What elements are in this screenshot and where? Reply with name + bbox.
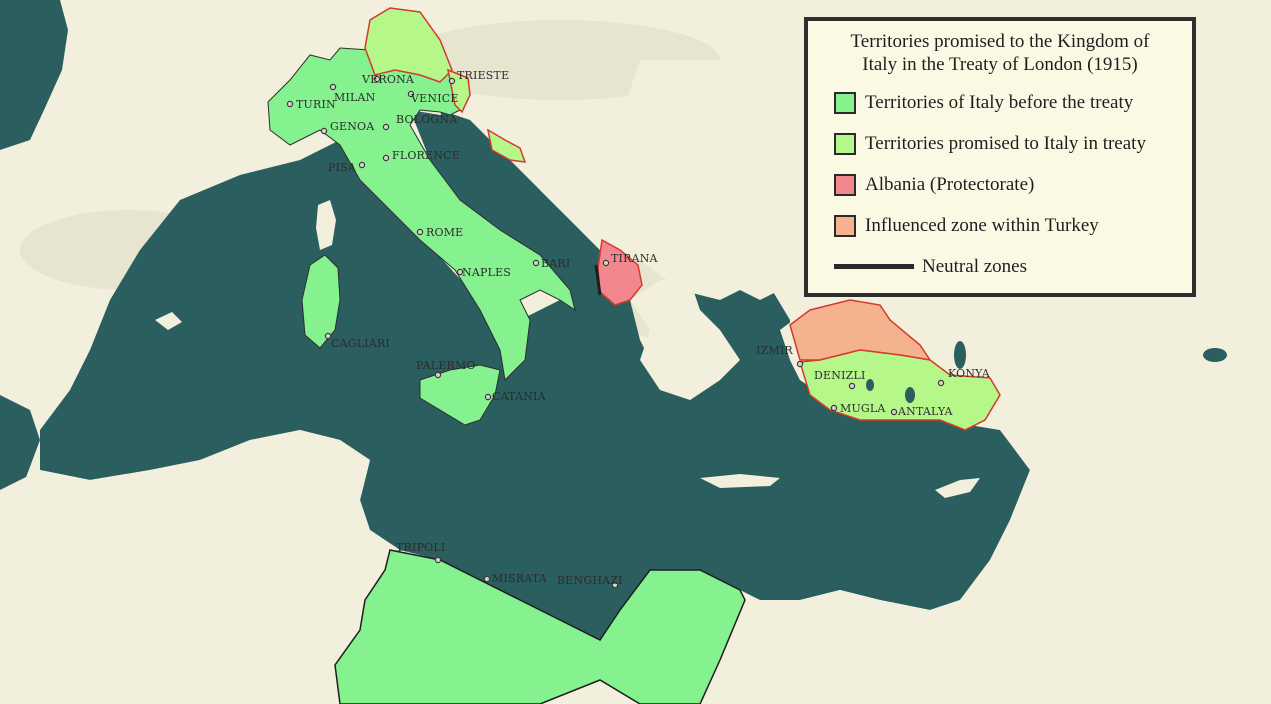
city-label-tirana: TIRANA <box>611 252 659 265</box>
city-marker-naples <box>456 268 464 276</box>
sardinia-territory <box>301 254 341 349</box>
city-marker-venice <box>407 90 415 98</box>
city-label-bari: BARI <box>541 257 570 270</box>
maghreb-land <box>0 430 400 704</box>
city-marker-antalya <box>890 408 898 416</box>
legend-swatch-promised <box>834 132 856 155</box>
city-marker-turin <box>286 100 294 108</box>
city-label-mugla: MUGLA <box>840 402 886 415</box>
antalya-promised <box>799 349 1001 431</box>
legend-label-turkey: Influenced zone within Turkey <box>865 214 1099 236</box>
city-marker-cagliari <box>324 332 332 340</box>
city-marker-catania <box>484 393 492 401</box>
legend-swatch-albania <box>834 173 856 196</box>
city-marker-florence <box>382 154 390 162</box>
legend-item-neutral: Neutral zones <box>808 246 1192 287</box>
city-marker-milan <box>329 83 337 91</box>
city-label-milan: MILAN <box>334 91 376 104</box>
legend-label-promised: Territories promised to Italy in treaty <box>865 132 1146 154</box>
corsica-island <box>316 200 336 250</box>
legend-label-italy: Territories of Italy before the treaty <box>865 91 1134 113</box>
city-label-antalya: ANTALYA <box>897 405 953 418</box>
greece-land <box>630 280 740 400</box>
legend-item-albania: Albania (Protectorate) <box>808 164 1192 205</box>
balearic-island <box>155 312 182 330</box>
legend-label-albania: Albania (Protectorate) <box>865 173 1035 195</box>
neutral-zone-line <box>594 264 602 296</box>
city-marker-misrata <box>483 575 491 583</box>
city-marker-palermo <box>434 371 442 379</box>
legend-swatch-neutral <box>834 264 914 269</box>
city-marker-bologna <box>382 123 390 131</box>
adriatic-sea <box>440 110 600 260</box>
city-label-naples: NAPLES <box>462 266 511 279</box>
lakes <box>866 341 1227 403</box>
city-marker-trieste <box>448 77 456 85</box>
city-marker-mugla <box>830 404 838 412</box>
legend-swatch-turkey <box>834 214 856 237</box>
city-label-genoa: GENOA <box>330 120 375 133</box>
city-marker-tripoli <box>434 556 442 564</box>
city-label-bologna: BOLOGNA <box>396 113 458 126</box>
city-label-venice: VENICE <box>410 92 459 105</box>
city-marker-konya <box>937 379 945 387</box>
city-marker-benghazi <box>611 581 619 589</box>
legend-title: Territories promised to the Kingdom of I… <box>818 30 1182 76</box>
atlantic-sea <box>0 0 68 150</box>
south-tyrol-promised <box>364 7 453 83</box>
city-label-verona: VERONA <box>361 73 415 86</box>
city-label-rome: ROME <box>426 226 463 239</box>
legend-title-line-2: Italy in the Treaty of London (1915) <box>862 54 1138 75</box>
mediterranean-sea <box>40 110 1030 640</box>
city-label-trieste: TRIESTE <box>457 69 509 82</box>
libya-territory <box>334 549 746 704</box>
egypt-land <box>740 470 1271 704</box>
city-marker-verona <box>373 75 381 83</box>
city-label-cagliari: CAGLIARI <box>331 337 390 350</box>
city-marker-izmir <box>796 360 804 368</box>
legend-title-line-1: Territories promised to the Kingdom of <box>850 31 1150 52</box>
city-label-catania: CATANIA <box>492 390 547 403</box>
city-marker-rome <box>416 228 424 236</box>
legend-item-turkey: Influenced zone within Turkey <box>808 205 1192 246</box>
city-label-denizli: DENIZLI <box>814 369 866 382</box>
legend-panel: Territories promised to the Kingdom of I… <box>804 17 1196 297</box>
legend-label-neutral: Neutral zones <box>922 255 1027 277</box>
city-label-izmir: IZMIR <box>756 344 793 357</box>
city-marker-pisa <box>358 161 366 169</box>
balkan-land <box>540 60 800 300</box>
legend-item-italy-before: Territories of Italy before the treaty <box>808 82 1192 123</box>
legend-item-promised: Territories promised to Italy in treaty <box>808 123 1192 164</box>
cyprus-island <box>935 478 980 498</box>
crete-island <box>700 474 780 488</box>
city-marker-bari <box>532 259 540 267</box>
city-label-palermo: PALERMO <box>416 359 476 372</box>
city-marker-genoa <box>320 127 328 135</box>
city-label-benghazi: BENGHAZI <box>557 574 623 587</box>
city-marker-tirana <box>602 259 610 267</box>
city-label-misrata: MISRATA <box>492 572 548 585</box>
city-label-tripoli: TRIPOLI <box>396 541 445 554</box>
dalmatia-promised <box>486 128 527 163</box>
city-marker-denizli <box>848 382 856 390</box>
city-label-turin: TURIN <box>296 98 336 111</box>
atlantic-sea-west <box>0 395 40 490</box>
legend-swatch-italy <box>834 91 856 114</box>
sicily-territory <box>419 364 501 426</box>
city-label-florence: FLORENCE <box>392 149 460 162</box>
city-label-konya: KONYA <box>948 367 991 380</box>
city-label-pisa: PISA <box>328 161 357 174</box>
